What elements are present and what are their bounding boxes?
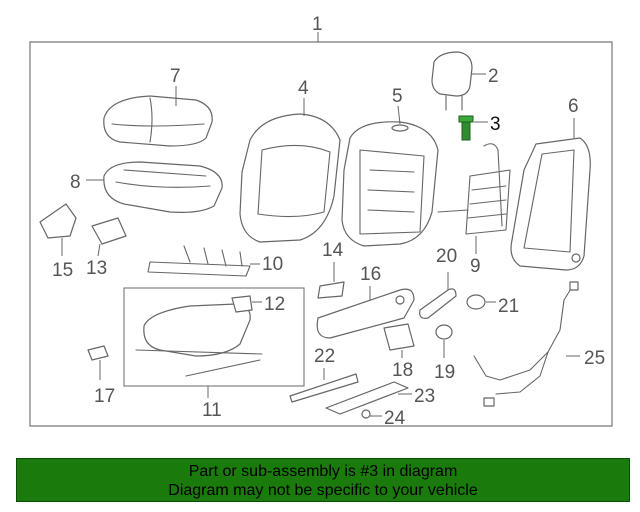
part-info-banner: Part or sub-assembly is #3 in diagram Di…	[16, 458, 630, 502]
callout-20: 20	[436, 246, 457, 267]
callout-12: 12	[264, 294, 285, 315]
callout-16: 16	[360, 264, 381, 285]
callout-4: 4	[298, 78, 309, 99]
callout-24: 24	[384, 408, 406, 429]
callout-13: 13	[86, 258, 107, 279]
callout-1: 1	[312, 14, 323, 35]
part-clip-17	[87, 345, 109, 380]
callout-25: 25	[584, 348, 605, 369]
part-adjuster-motor	[231, 295, 262, 313]
callout-18: 18	[392, 360, 413, 381]
part-recliner-link	[317, 262, 345, 299]
callout-10: 10	[262, 254, 283, 275]
callout-21: 21	[498, 296, 519, 317]
part-headrest	[431, 51, 486, 111]
callout-14: 14	[322, 240, 344, 261]
part-seatback-frame	[510, 118, 591, 271]
part-seatback-cover	[239, 98, 341, 243]
part-side-shield	[316, 286, 415, 339]
part-seat-cushion-pad	[86, 161, 223, 213]
part-lumbar-support	[437, 143, 511, 254]
assembly-frame	[29, 41, 613, 427]
banner-line-disclaimer: Diagram may not be specific to your vehi…	[168, 482, 478, 499]
callout-9: 9	[470, 256, 481, 277]
part-seat-adjuster-assembly	[123, 287, 305, 398]
callout-7: 7	[170, 66, 181, 87]
callout-17: 17	[94, 386, 115, 407]
seat-parts-diagram: 1 2 3 4 5 6 7 8 9 10 11 12 13 14 15 16 1…	[29, 14, 613, 429]
part-seatback-pad	[341, 105, 439, 247]
callout-6: 6	[568, 96, 579, 117]
banner-line-part-number: Part or sub-assembly is #3 in diagram	[188, 463, 458, 480]
part-side-trim	[325, 381, 412, 415]
callout-23: 23	[414, 386, 435, 407]
part-wiring-harness	[473, 281, 580, 407]
part-recliner-handle	[419, 272, 457, 319]
callout-2: 2	[488, 66, 499, 87]
part-button-19	[435, 324, 453, 358]
callout-11: 11	[202, 400, 222, 421]
part-adjust-knob	[383, 323, 415, 358]
part-bracket-13	[91, 217, 127, 257]
callout-15: 15	[52, 260, 73, 281]
part-screw-24	[361, 409, 382, 419]
callout-3: 3	[490, 114, 501, 135]
callout-8: 8	[70, 172, 81, 193]
part-bracket-15	[39, 203, 77, 256]
callout-5: 5	[392, 86, 403, 107]
part-cushion-springs	[147, 245, 260, 277]
callout-22: 22	[314, 346, 335, 367]
part-cap-21	[466, 294, 496, 310]
part-headrest-guide-highlighted	[458, 115, 488, 141]
part-seat-cushion-cover	[103, 86, 213, 147]
part-trim-strip	[289, 368, 359, 403]
callout-19: 19	[434, 362, 455, 383]
